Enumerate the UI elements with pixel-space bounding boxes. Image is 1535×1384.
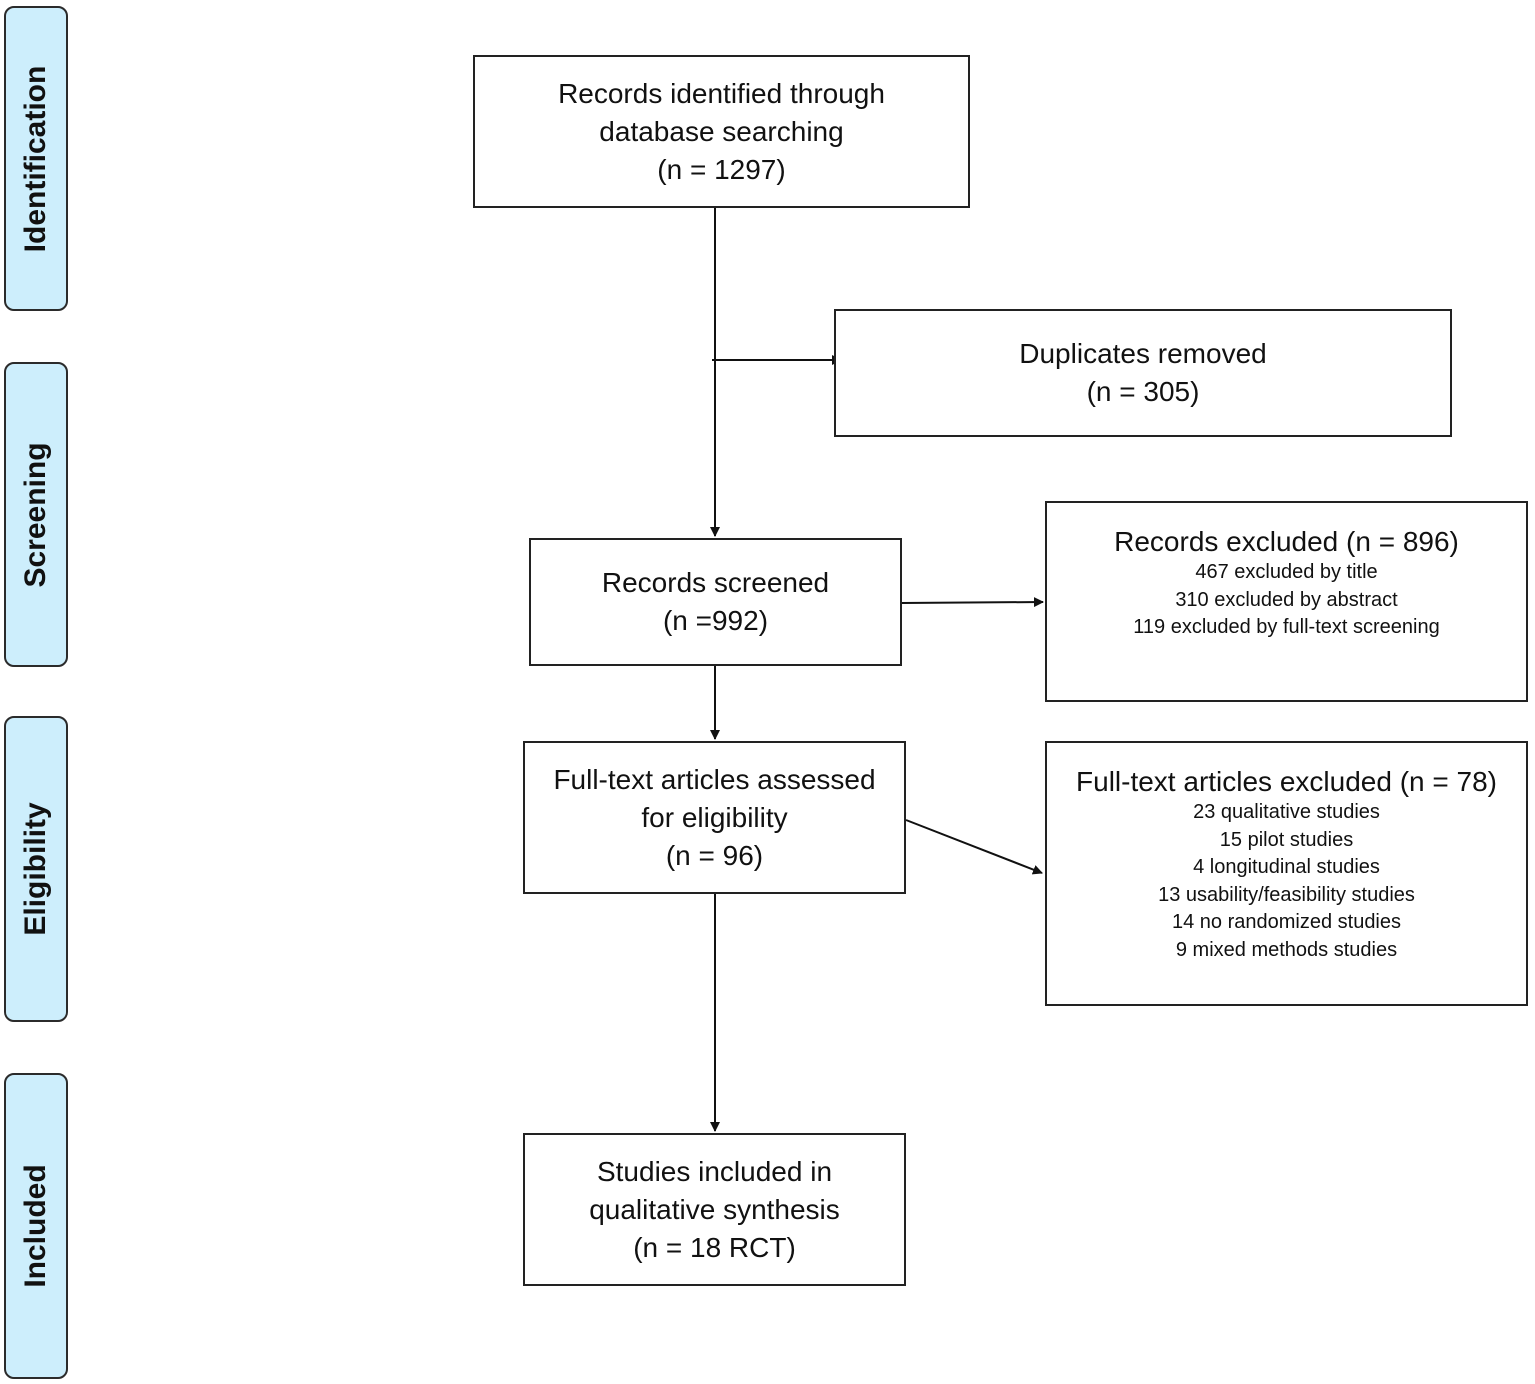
box-line: (n = 18 RCT): [633, 1231, 796, 1263]
box-line: Records screened: [601, 567, 830, 598]
box-item: 23 qualitative studies: [1193, 801, 1380, 823]
box-line: database searching: [599, 115, 844, 147]
box-line: for eligibility: [641, 801, 788, 833]
box-line: Records identified through: [558, 77, 885, 109]
box-item: 13 usability/feasibility studies: [1158, 883, 1415, 906]
box-item: 4 longitudinal studies: [1193, 856, 1380, 878]
box-heading: Full-text articles excluded (n = 78): [1076, 766, 1497, 797]
phase-identification: Identification: [4, 6, 68, 311]
box-item: 467 excluded by title: [1195, 561, 1378, 583]
box-records-excluded: Records excluded (n = 896) 467 excluded …: [1045, 501, 1528, 702]
box-studies-included: Studies included in qualitative synthesi…: [523, 1133, 906, 1286]
box-line: qualitative synthesis: [589, 1193, 840, 1225]
box-line: (n =992): [662, 605, 769, 636]
box-duplicates-removed: Duplicates removed (n = 305): [834, 309, 1452, 437]
box-records-identified: Records identified through database sear…: [473, 55, 970, 208]
box-line: Studies included in: [596, 1155, 833, 1187]
box-line: (n = 1297): [657, 153, 786, 185]
box-line: Duplicates removed: [1019, 338, 1267, 369]
box-line: (n = 305): [1086, 376, 1200, 407]
box-heading: Records excluded (n = 896): [1114, 526, 1459, 557]
box-item: 119 excluded by full-text screening: [1133, 616, 1440, 638]
box-item: 14 no randomized studies: [1171, 911, 1402, 933]
box-line: Full-text articles assessed: [553, 763, 876, 795]
box-item: 310 excluded by abstract: [1175, 588, 1398, 611]
phase-eligibility: Eligibility: [4, 716, 68, 1022]
box-item: 9 mixed methods studies: [1175, 938, 1398, 961]
box-line: (n = 96): [665, 839, 764, 871]
box-fulltext-assessed: Full-text articles assessed for eligibil…: [523, 741, 906, 894]
box-fulltext-excluded: Full-text articles excluded (n = 78) 23 …: [1045, 741, 1528, 1006]
arrow-fulltext-to-excluded: [905, 819, 1043, 875]
box-item: 15 pilot studies: [1219, 828, 1354, 851]
arrow-screened-to-excluded: [900, 597, 1044, 608]
box-records-screened: Records screened (n =992): [529, 538, 902, 666]
phase-included: Included: [4, 1073, 68, 1379]
phase-screening: Screening: [4, 362, 68, 667]
